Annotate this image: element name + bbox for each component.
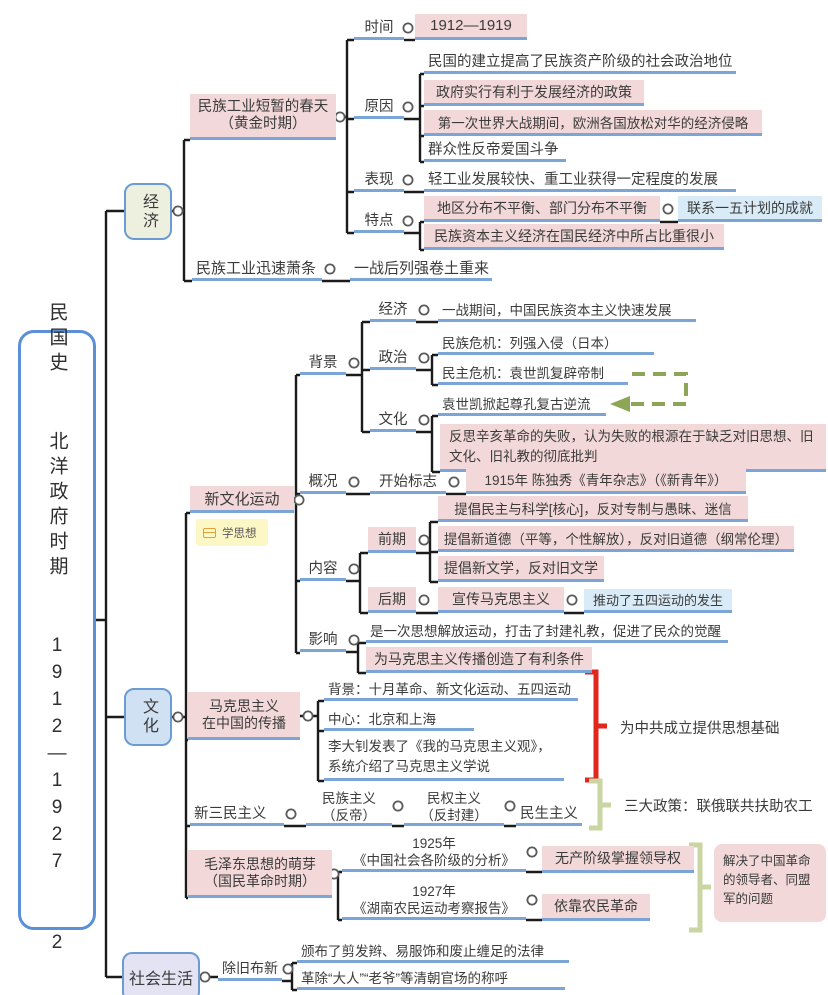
label-reason[interactable]: 原因 [354,95,404,119]
label-late-period[interactable]: 后期 [368,587,416,613]
bg-politics-item-1[interactable]: 民族危机：列强入侵（日本） [438,331,654,355]
mao-work-2-title[interactable]: 1927年 《湖南农民运动考察报告》 [342,883,526,920]
summary-bracket-green-policies[interactable] [589,778,611,831]
summary-bracket-red[interactable] [585,669,607,783]
topic-mao-thought[interactable]: 毛泽东思想的萌芽 （国民革命时期） [188,850,332,898]
bg-politics-item-2[interactable]: 民主危机：袁世凯复辟帝制 [438,361,628,385]
topic-industry-spring[interactable]: 民族工业短暂的春天 （黄金时期） [190,94,336,140]
feedback-dashed-arrow [610,372,688,412]
impact-item-1[interactable]: 是一次思想解放运动，打击了封建礼教，促进了民众的觉醒 [366,619,728,643]
topic-new-three-principles[interactable]: 新三民主义 [190,802,284,826]
label-bg-culture[interactable]: 文化 [370,408,416,432]
collapse-toggle-icons[interactable] [172,22,674,983]
summary-bracket-green-mao[interactable] [689,842,711,933]
late-value[interactable]: 宣传马克思主义 [438,587,564,613]
label-start-sign[interactable]: 开始标志 [370,470,446,494]
reform-item-1[interactable]: 颁布了剪发辫、易服饰和废止缠足的法律 [297,939,569,963]
bg-culture-item-1[interactable]: 袁世凯掀起尊孔复古逆流 [438,392,606,416]
mao-work-1-point[interactable]: 无产阶级掌握领导权 [542,846,694,873]
bg-economy-value[interactable]: 一战期间，中国民族资本主义快速发展 [438,298,696,322]
depression-value[interactable]: 一战后列强卷土重来 [350,257,492,281]
label-content[interactable]: 内容 [300,557,346,581]
late-effect-note[interactable]: 推动了五四运动的发生 [584,589,732,613]
early-item-3[interactable]: 提倡新文学，反对旧文学 [438,556,604,582]
impact-item-2[interactable]: 为马克思主义传播创造了有利条件 [366,647,592,673]
feature-item-1[interactable]: 地区分布不平衡、部门分布不平衡 [424,196,660,222]
reason-item-3[interactable]: 第一次世界大战期间，欧洲各国放松对华的经济侵略 [424,110,762,136]
root-title: 民国史 北洋政府时期 1912—1927 2 [46,301,68,959]
early-item-2[interactable]: 提倡新道德（平等，个性解放），反对旧道德（纲常伦理） [438,526,794,552]
topic-industry-depression[interactable]: 民族工业迅速萧条 [192,257,322,281]
label-feature[interactable]: 特点 [354,209,404,233]
label-performance[interactable]: 表现 [354,168,404,192]
marxism-item-3[interactable]: 李大钊发表了《我的马克思主义观》， 系统介绍了马克思主义学说 [324,736,564,781]
feature-link-note[interactable]: 联系一五计划的成就 [678,196,822,222]
three-policies-note[interactable]: 三大政策：联俄联共扶助农工 [624,798,813,815]
topic-new-culture-movement[interactable]: 新文化运动 [190,486,294,513]
reform-item-2[interactable]: 革除“大人”“老爷”等清朝官场的称呼 [297,966,565,990]
mao-work-1-title[interactable]: 1925年 《中国社会各阶级的分析》 [342,835,526,872]
start-sign-value[interactable]: 1915年 陈独秀《青年杂志》（《新青年》） [466,467,746,494]
root-node[interactable]: 民国史 北洋政府时期 1912—1927 2 [18,302,96,959]
reason-item-4[interactable]: 群众性反帝爱国斗争 [424,138,566,162]
reason-item-2[interactable]: 政府实行有利于发展经济的政策 [424,80,644,106]
mao-summary-note[interactable]: 解决了中国革命的领导者、同盟军的问题 [714,844,826,922]
label-reform[interactable]: 除旧布新 [218,957,282,981]
label-background[interactable]: 背景 [300,351,346,375]
topic-marxism-spread[interactable]: 马克思主义 在中国的传播 [188,692,300,740]
marxism-summary-note[interactable]: 为中共成立提供思想基础 [620,720,780,737]
marxism-item-2[interactable]: 中心：北京和上海 [324,707,474,731]
mao-work-2-point[interactable]: 依靠农民革命 [542,894,650,921]
early-item-1[interactable]: 提倡民主与科学[核心]，反对专制与愚昧、迷信 [438,496,748,522]
label-overview[interactable]: 概况 [300,470,346,494]
bg-culture-item-2[interactable]: 反思辛亥革命的失败，认为失败的根源在于缺乏对旧思想、旧文化、旧礼教的彻底批判 [440,424,826,472]
principle-livelihood[interactable]: 民生主义 [516,802,582,826]
reason-item-1[interactable]: 民国的建立提高了民族资产阶级的社会政治地位 [424,50,736,74]
note-card-icon [203,527,216,538]
marxism-item-1[interactable]: 背景：十月革命、新文化运动、五四运动 [324,677,578,701]
branch-node-social-life[interactable]: 社会生活 [122,952,200,995]
principle-nationalism[interactable]: 民族主义 （反帝） [306,790,392,826]
note-label: 学思想 [222,527,257,540]
label-impact[interactable]: 影响 [300,628,346,652]
principle-democracy[interactable]: 民权主义 （反封建） [404,790,504,826]
performance-value[interactable]: 轻工业发展较快、重工业获得一定程度的发展 [424,168,736,192]
value-time-range[interactable]: 1912—1919 [415,14,527,40]
branch-node-economy[interactable]: 经济 [124,183,172,240]
label-bg-economy[interactable]: 经济 [370,298,416,322]
label-bg-politics[interactable]: 政治 [370,346,416,370]
feature-item-2[interactable]: 民族资本主义经济在国民经济中所占比重很小 [424,224,724,250]
label-early-period[interactable]: 前期 [368,527,416,553]
study-note[interactable]: 学思想 [196,519,268,546]
branch-node-culture[interactable]: 文化 [124,688,172,746]
label-time[interactable]: 时间 [354,16,404,40]
